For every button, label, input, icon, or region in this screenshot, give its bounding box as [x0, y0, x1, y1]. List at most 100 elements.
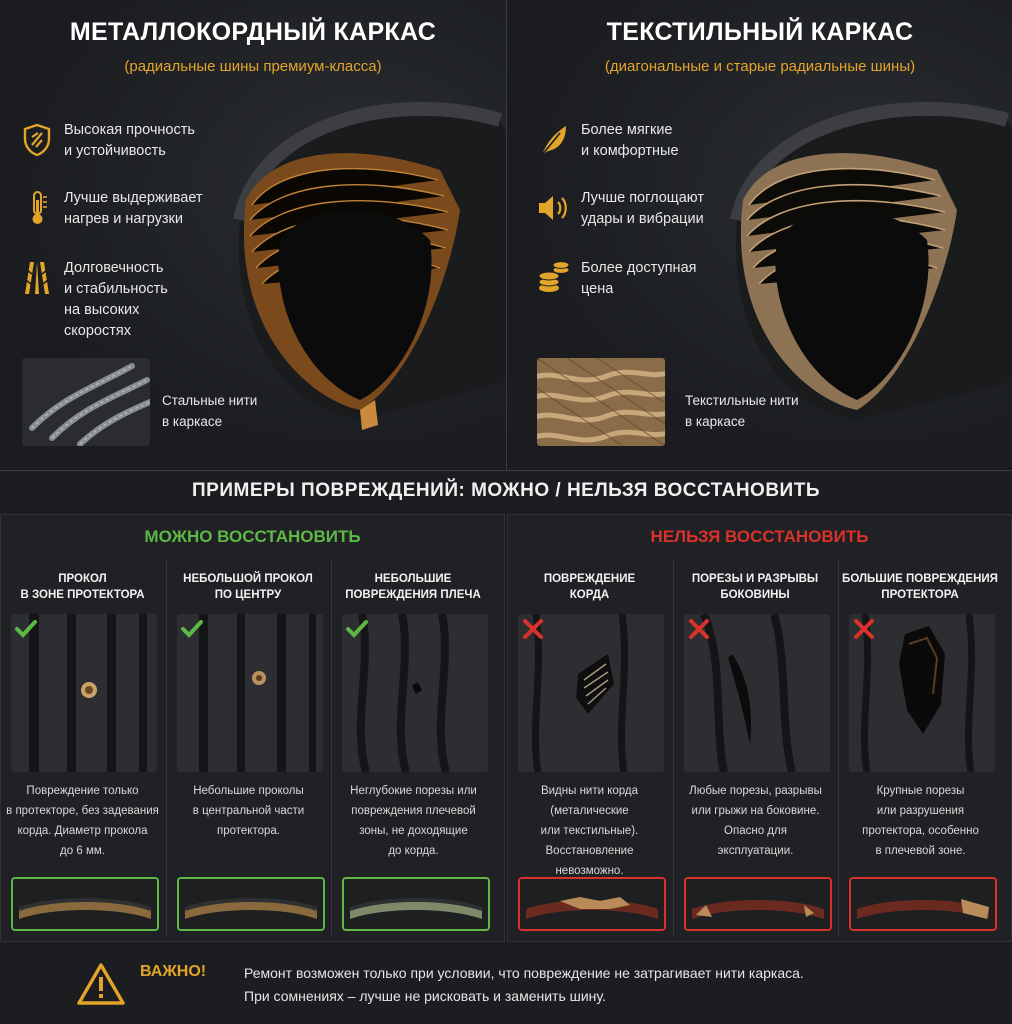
feature-comfort: Более мягкие и комфортные	[537, 120, 731, 162]
warning-line: Ремонт возможен только при условии, что …	[244, 965, 804, 981]
desc-line: протектора, особенно	[862, 825, 979, 837]
tire-photo	[177, 614, 323, 772]
coins-icon	[537, 258, 571, 298]
cross-section-ok	[342, 877, 490, 931]
damage-card-cord: ПОВРЕЖДЕНИЕ КОРДА Видны нити корда (метали…	[508, 559, 671, 937]
desc-line: невозможно.	[555, 865, 624, 877]
tire-tread-icon	[20, 258, 54, 298]
desc-line: до корда.	[388, 845, 439, 857]
feature-text-line: на высоких	[64, 302, 140, 318]
tire-photo	[518, 614, 664, 772]
feature-text-line: цена	[581, 281, 614, 297]
feature-text-line: Более доступная	[581, 260, 697, 276]
desc-line: эксплуатации.	[717, 845, 794, 857]
steel-carcass-subtitle: (радиальные шины премиум-класса)	[124, 58, 382, 75]
desc-line: Небольшие проколы	[193, 785, 304, 797]
cannot-repair-panel: НЕЛЬЗЯ ВОССТАНОВИТЬ ПОВРЕЖДЕНИЕ КОРДА Вид…	[507, 514, 1012, 942]
card-description: Видны нити корда (металические или текстил…	[512, 781, 667, 881]
warning-label: ВАЖНО!	[140, 963, 207, 980]
card-title: ПОВРЕЖДЕНИЕ КОРДА	[508, 571, 671, 603]
feature-text-line: удары и вибрации	[581, 211, 704, 227]
desc-line: до 6 мм.	[60, 845, 105, 857]
warning-line: При сомнениях – лучше не рисковать и зам…	[244, 988, 606, 1004]
card-title-line: ПОВРЕЖДЕНИЯ ПЛЕЧА	[345, 589, 481, 601]
examples-title: ПРИМЕРЫ ПОВРЕЖДЕНИЙ: МОЖНО / НЕЛЬЗЯ ВОСС…	[192, 480, 820, 501]
card-title-line: ПОРЕЗЫ И РАЗРЫВЫ	[691, 573, 819, 585]
cross-section-ok	[177, 877, 325, 931]
desc-line: зоны, не доходящие	[359, 825, 468, 837]
cross-section-ok	[11, 877, 159, 931]
tire-photo	[342, 614, 488, 772]
feature-text-line: и комфортные	[581, 143, 679, 159]
desc-line: или текстильные).	[540, 825, 639, 837]
cannot-repair-heading: НЕЛЬЗЯ ВОССТАНОВИТЬ	[650, 527, 869, 546]
feature-text-line: Высокая прочность	[64, 122, 195, 138]
desc-line: Восстановление	[545, 845, 634, 857]
steel-tire-cutaway	[200, 80, 506, 460]
textile-thumb-caption: Текстильные нити в каркасе	[685, 390, 799, 432]
feather-icon	[537, 120, 571, 160]
card-description: Крупные порезы или разрушения протектора, …	[843, 781, 998, 861]
damage-card-shoulder: НЕБОЛЬШИЕ ПОВРЕЖДЕНИЯ ПЛЕЧА Неглубокие по…	[331, 559, 494, 937]
desc-line: Крупные порезы	[876, 785, 965, 797]
feature-price: Более доступная цена	[537, 258, 731, 300]
desc-line: корда. Диаметр прокола	[17, 825, 148, 837]
desc-line: или разрушения	[876, 805, 965, 817]
tire-photo	[684, 614, 830, 772]
card-description: Небольшие проколы в центральной части прот…	[171, 781, 326, 841]
section-divider	[0, 470, 1012, 471]
desc-line: Любые порезы, разрывы	[689, 785, 822, 797]
speaker-icon	[537, 188, 571, 228]
cross-section-bad	[684, 877, 832, 931]
card-title-line: ПО ЦЕНТРУ	[214, 589, 282, 601]
caption-line: в каркасе	[685, 414, 746, 429]
card-description: Неглубокие порезы или повреждения плечево…	[336, 781, 491, 861]
steel-carcass-column: МЕТАЛЛОКОРДНЫЙ КАРКАС (радиальные шины п…	[0, 0, 506, 470]
card-title-line: ПРОТЕКТОРА	[881, 589, 959, 601]
card-title-line: ПОВРЕЖДЕНИЕ	[543, 573, 636, 585]
shield-icon	[20, 120, 54, 160]
textile-tire-cutaway	[707, 80, 1012, 460]
textile-carcass-subtitle: (диагональные и старые радиальные шины)	[604, 58, 916, 75]
desc-line: (металические	[550, 805, 629, 817]
feature-text-line: и устойчивость	[64, 143, 166, 159]
thermometer-icon	[20, 188, 54, 228]
feature-text-line: нагрев и нагрузки	[64, 211, 183, 227]
warning-text: Ремонт возможен только при условии, что …	[244, 962, 804, 1008]
caption-line: Текстильные нити	[685, 393, 799, 408]
feature-text-line: Лучше поглощают	[581, 190, 704, 206]
feature-strength: Высокая прочность и устойчивость	[20, 120, 214, 162]
check-icon	[344, 616, 370, 642]
cross-section-bad	[518, 877, 666, 931]
cross-icon	[851, 616, 877, 642]
tire-photo	[11, 614, 157, 772]
textile-carcass-title: ТЕКСТИЛЬНЫЙ КАРКАС	[606, 18, 914, 46]
caption-line: в каркасе	[162, 414, 223, 429]
desc-line: Неглубокие порезы или	[350, 785, 477, 797]
desc-line: в центральной части	[192, 805, 305, 817]
check-icon	[13, 616, 39, 642]
card-title: НЕБОЛЬШИЕ ПОВРЕЖДЕНИЯ ПЛЕЧА	[332, 571, 494, 603]
card-title-line: КОРДА	[569, 589, 610, 601]
card-title-line: НЕБОЛЬШИЕ	[374, 573, 452, 585]
cross-section-bad	[849, 877, 997, 931]
desc-line: Видны нити корда	[540, 785, 639, 797]
feature-text-line: Более мягкие	[581, 122, 673, 138]
feature-text-line: скоростях	[64, 323, 131, 339]
steel-thumb-caption: Стальные нити в каркасе	[162, 390, 257, 432]
cross-icon	[520, 616, 546, 642]
desc-line: протектора.	[217, 825, 280, 837]
card-title-line: В ЗОНЕ ПРОТЕКТОРА	[20, 589, 145, 601]
can-repair-heading: МОЖНО ВОССТАНОВИТЬ	[144, 527, 361, 546]
feature-damping: Лучше поглощают удары и вибрации	[537, 188, 731, 230]
desc-line: повреждения плечевой	[351, 805, 476, 817]
